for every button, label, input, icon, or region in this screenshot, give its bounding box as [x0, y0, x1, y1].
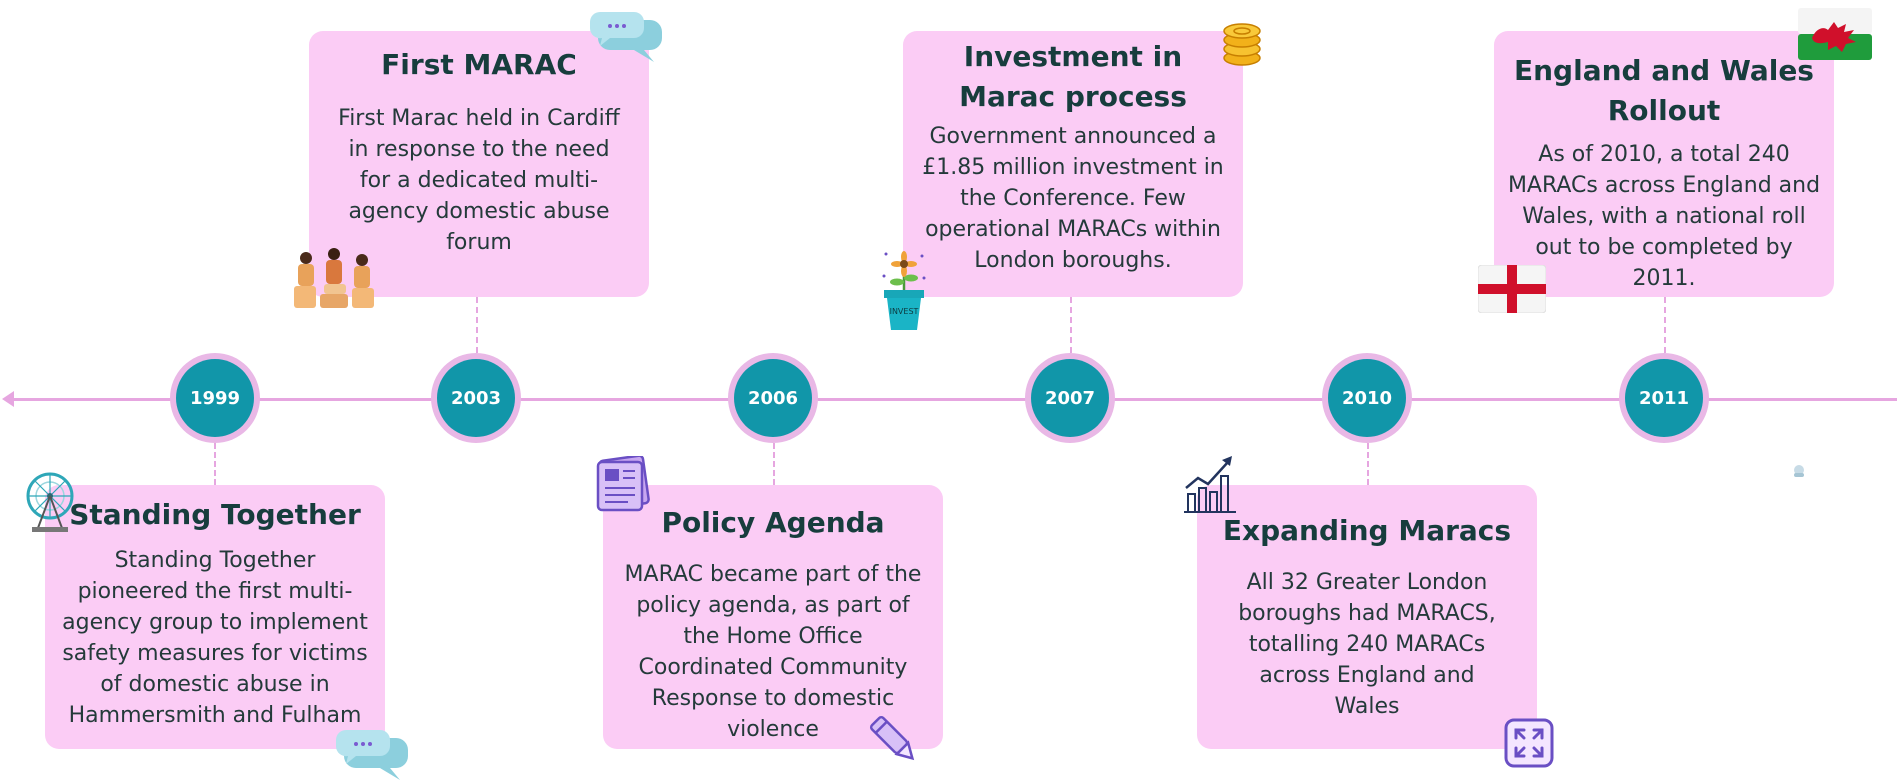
avatar-icon — [1794, 465, 1804, 477]
year-label: 2003 — [437, 359, 515, 437]
event-card-2006: Policy Agenda MARAC became part of the p… — [603, 485, 943, 749]
year-label: 2006 — [734, 359, 812, 437]
speech-bubble-icon — [335, 730, 408, 780]
stem-2007 — [1070, 297, 1072, 353]
year-label: 1999 — [176, 359, 254, 437]
year-label: 2010 — [1328, 359, 1406, 437]
speech-bubble-icon — [589, 12, 662, 62]
event-body: Standing Together pioneered the first mu… — [62, 548, 368, 728]
wales-flag-icon — [1798, 8, 1872, 60]
expand-icon — [1504, 718, 1554, 768]
newspaper-icon — [596, 456, 650, 512]
timeline-axis — [8, 398, 1897, 401]
event-title: Expanding Maracs — [1222, 514, 1512, 547]
event-title: Investment in Marac process — [959, 40, 1187, 113]
svg-text:INVEST: INVEST — [890, 307, 919, 316]
coins-icon — [1223, 23, 1261, 66]
event-body: MARAC became part of the policy agenda, … — [624, 562, 922, 742]
event-body: As of 2010, a total 240 MARACs across En… — [1507, 142, 1821, 291]
stem-1999 — [214, 443, 216, 485]
stem-2010 — [1367, 443, 1369, 485]
event-body: All 32 Greater London boroughs had MARAC… — [1238, 570, 1496, 719]
stem-2003 — [476, 297, 478, 353]
event-body: Government announced a £1.85 million inv… — [922, 124, 1224, 273]
timeline-arrow-icon — [2, 391, 14, 407]
year-node-2003: 2003 — [431, 353, 521, 443]
event-title: Policy Agenda — [661, 506, 885, 539]
growth-chart-icon — [1184, 456, 1236, 513]
year-node-2010: 2010 — [1322, 353, 1412, 443]
year-node-1999: 1999 — [170, 353, 260, 443]
year-node-2007: 2007 — [1025, 353, 1115, 443]
event-title: First MARAC — [381, 48, 577, 81]
year-node-2006: 2006 — [728, 353, 818, 443]
stem-2006 — [773, 443, 775, 485]
ferris-wheel-icon — [26, 472, 74, 532]
event-body: First Marac held in Cardiff in response … — [338, 106, 620, 255]
invest-plant-icon: INVEST — [882, 251, 926, 330]
year-label: 2011 — [1625, 359, 1703, 437]
people-meeting-icon — [294, 248, 374, 308]
event-card-2010: Expanding Maracs All 32 Greater London b… — [1197, 485, 1537, 749]
event-card-2007: Investment in Marac process Government a… — [903, 31, 1243, 297]
event-card-2011: England and Wales Rollout As of 2010, a … — [1494, 31, 1834, 297]
event-title: England and Wales Rollout — [1514, 54, 1814, 127]
year-label: 2007 — [1031, 359, 1109, 437]
england-flag-icon — [1478, 265, 1546, 313]
event-card-2003: First MARAC First Marac held in Cardiff … — [309, 31, 649, 297]
pencil-icon — [869, 715, 915, 761]
year-node-2011: 2011 — [1619, 353, 1709, 443]
stem-2011 — [1664, 297, 1666, 353]
event-title: Standing Together — [69, 498, 361, 531]
event-card-1999: Standing Together Standing Together pion… — [45, 485, 385, 749]
